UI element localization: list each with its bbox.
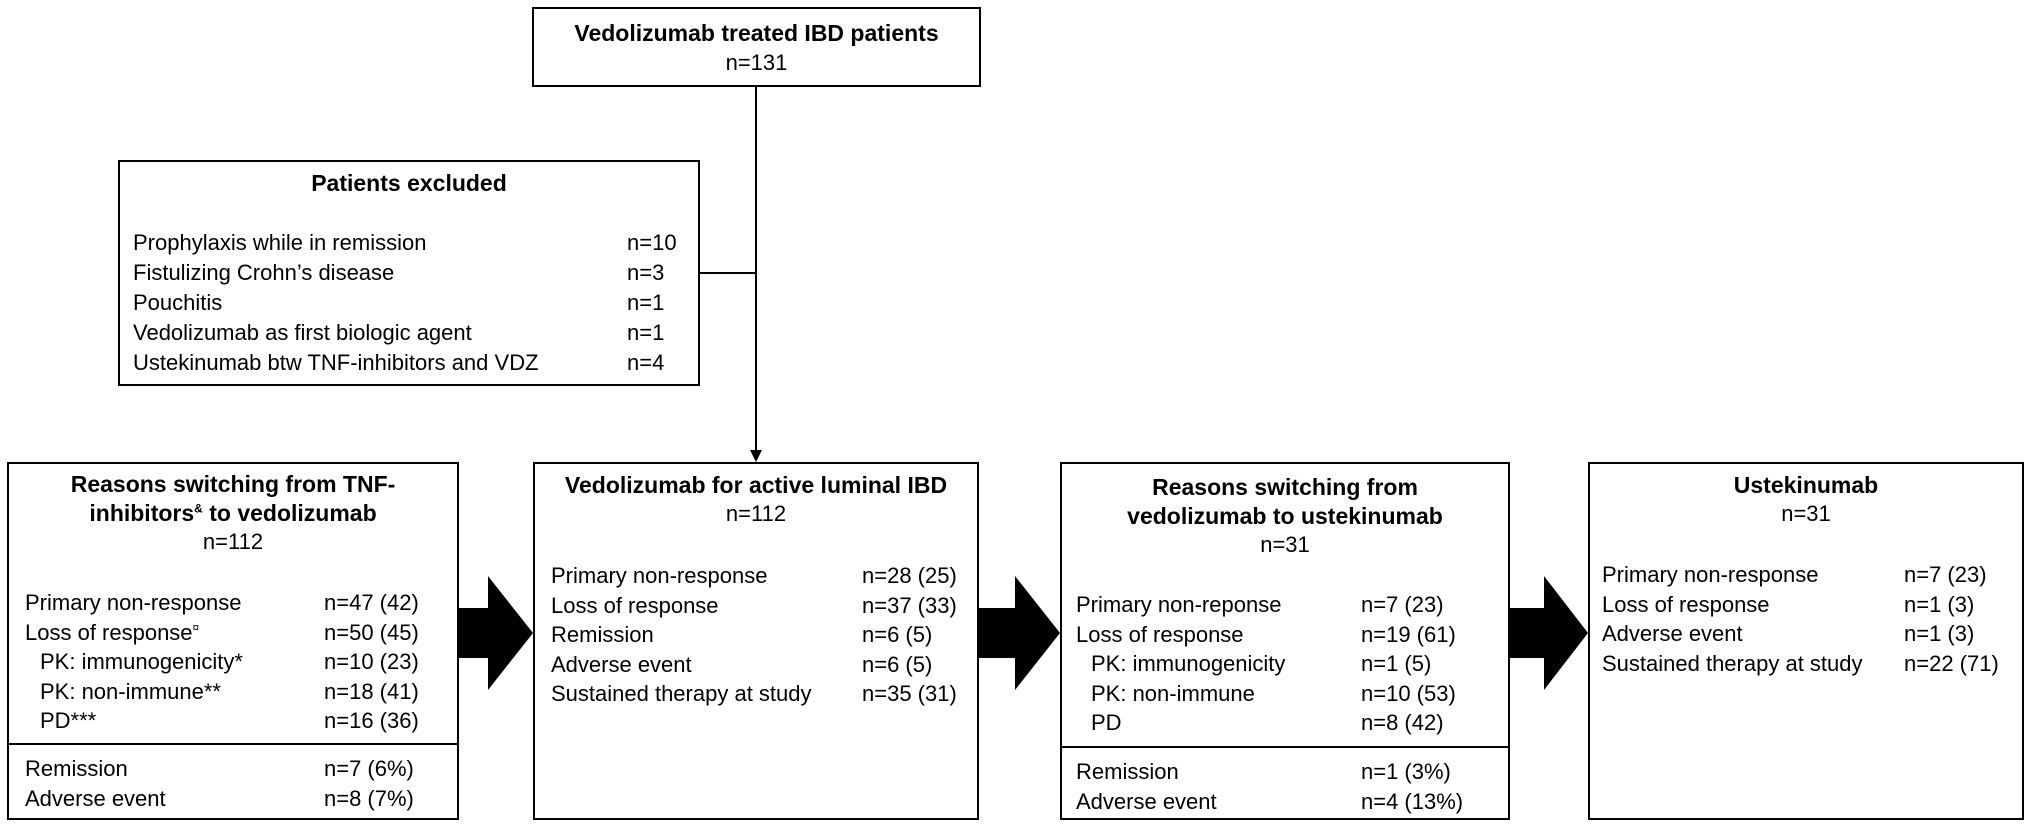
tnf-switch-title-line1: Reasons switching from TNF- (70, 471, 396, 497)
vedolizumab-box-title: Vedolizumab for active luminal IBD (564, 472, 948, 498)
excluded-box-title: Patients excluded (311, 170, 507, 196)
vdz-ust-reason-row-value: n=19 (61) (1361, 621, 1456, 647)
vedolizumab-row-value: n=35 (31) (862, 681, 957, 706)
vedolizumab-row-value: n=28 (25) (862, 563, 957, 588)
vdz-ust-outcome-row-label: Adverse event (1076, 789, 1217, 814)
ustekinumab-row-value: n=1 (3) (1904, 591, 1975, 617)
ustekinumab-row-label: Adverse event (1602, 621, 1743, 646)
vdz-ust-outcome-row-value: n=4 (13%) (1361, 789, 1464, 814)
tnf-reason-row-value: n=18 (41) (324, 678, 419, 704)
vdz-ust-switch-box: Reasons switching from vedolizumab to us… (1060, 462, 1510, 820)
vdz-ust-reason-row-label: PK: immunogenicity (1091, 651, 1286, 676)
tnf-reason-row-value: n=50 (45) (324, 619, 419, 645)
tnf-outcome-row-label: Remission (25, 756, 128, 781)
ustekinumab-box-title: Ustekinumab (1733, 472, 1879, 498)
vedolizumab-row-label: Remission (551, 622, 654, 647)
vedolizumab-box-count: n=112 (725, 501, 787, 526)
vdz-ust-reason-row-value: n=8 (42) (1361, 710, 1444, 735)
vedolizumab-box: Vedolizumab for active luminal IBD n=112… (533, 462, 979, 820)
tnf-reason-row-value: n=10 (23) (324, 649, 419, 674)
excluded-row-value: n=1 (627, 320, 665, 345)
ustekinumab-row-value: n=7 (23) (1904, 562, 1987, 587)
ustekinumab-box-count: n=31 (1781, 501, 1831, 526)
vedolizumab-row-value: n=6 (5) (862, 651, 933, 677)
tnf-switch-divider (9, 743, 457, 745)
top-box-title: Vedolizumab treated IBD patients (574, 20, 939, 46)
vdz-ust-reason-row-value: n=1 (5) (1361, 651, 1432, 676)
top-box: Vedolizumab treated IBD patients n=131 (532, 7, 981, 87)
vdz-ust-outcome-row-value: n=1 (3%) (1361, 759, 1451, 784)
excluded-row-value: n=1 (627, 290, 665, 315)
tnf-outcome-row-label: Adverse event (25, 786, 166, 811)
excluded-row-value: n=10 (627, 230, 677, 255)
ustekinumab-row-value: n=22 (71) (1904, 650, 1999, 676)
excluded-row-label: Fistulizing Crohn’s disease (133, 260, 395, 285)
tnf-reason-row-value: n=47 (42) (324, 590, 419, 615)
vedolizumab-row-label: Adverse event (551, 651, 692, 677)
vedolizumab-row-label: Sustained therapy at study (551, 681, 812, 706)
vdz-ust-divider (1062, 746, 1508, 748)
vdz-ust-reason-row-value: n=10 (53) (1361, 680, 1456, 706)
block-arrow-2 (979, 576, 1060, 690)
vedolizumab-row-value: n=6 (5) (862, 622, 933, 647)
excluded-row-value: n=4 (627, 350, 665, 375)
excluded-row-label: Ustekinumab btw TNF-inhibitors and VDZ (133, 350, 539, 375)
ustekinumab-row-label: Sustained therapy at study (1602, 650, 1863, 676)
ustekinumab-box: Ustekinumab n=31 Primary non-response n=7… (1588, 462, 2024, 820)
excluded-row-label: Pouchitis (133, 290, 223, 315)
vdz-ust-reason-row-label: PD (1091, 710, 1122, 735)
vedolizumab-row-value: n=37 (33) (862, 592, 957, 618)
vdz-ust-reason-row-label: PK: non-immune (1091, 680, 1255, 706)
vedolizumab-row-label: Loss of response (551, 592, 719, 618)
tnf-reason-row-label: Loss of response¤ (25, 619, 200, 645)
tnf-reason-row-label: PD*** (40, 708, 97, 733)
ustekinumab-row-label: Primary non-response (1602, 562, 1819, 587)
ustekinumab-row-value: n=1 (3) (1904, 621, 1975, 646)
tnf-reason-row-label: Primary non-response (25, 590, 242, 615)
excluded-row-label: Vedolizumab as first biologic agent (133, 320, 472, 345)
vdz-ust-title-line1: Reasons switching from (1152, 474, 1418, 500)
vdz-ust-reason-row-value: n=7 (23) (1361, 592, 1444, 617)
vdz-ust-reason-row-label: Primary non-reponse (1076, 592, 1282, 617)
block-arrow-1 (459, 576, 533, 690)
tnf-outcome-row-value: n=7 (6%) (324, 756, 414, 781)
excluded-box: Patients excluded Prophylaxis while in r… (118, 160, 700, 386)
tnf-switch-count: n=112 (202, 529, 264, 554)
tnf-outcome-row-value: n=8 (7%) (324, 786, 414, 811)
top-box-count: n=131 (725, 50, 788, 75)
block-arrow-3 (1510, 576, 1588, 690)
excluded-row-value: n=3 (627, 260, 665, 285)
tnf-reason-row-value: n=16 (36) (324, 708, 419, 733)
tnf-reason-row-label: PK: non-immune** (40, 678, 221, 704)
vdz-ust-title-line2: vedolizumab to ustekinumab (1127, 503, 1443, 529)
vdz-ust-count: n=31 (1260, 532, 1310, 557)
vdz-ust-outcome-row-label: Remission (1076, 759, 1179, 784)
tnf-switch-box: Reasons switching from TNF- inhibitors& … (7, 462, 459, 820)
tnf-reason-row-label: PK: immunogenicity* (40, 649, 243, 674)
tnf-switch-title-line2: inhibitors& to vedolizumab (89, 500, 377, 526)
ustekinumab-row-label: Loss of response (1602, 591, 1770, 617)
excluded-row-label: Prophylaxis while in remission (133, 230, 427, 255)
main-flow-arrowhead (750, 450, 762, 462)
vedolizumab-row-label: Primary non-response (551, 563, 768, 588)
vdz-ust-reason-row-label: Loss of response (1076, 621, 1244, 647)
